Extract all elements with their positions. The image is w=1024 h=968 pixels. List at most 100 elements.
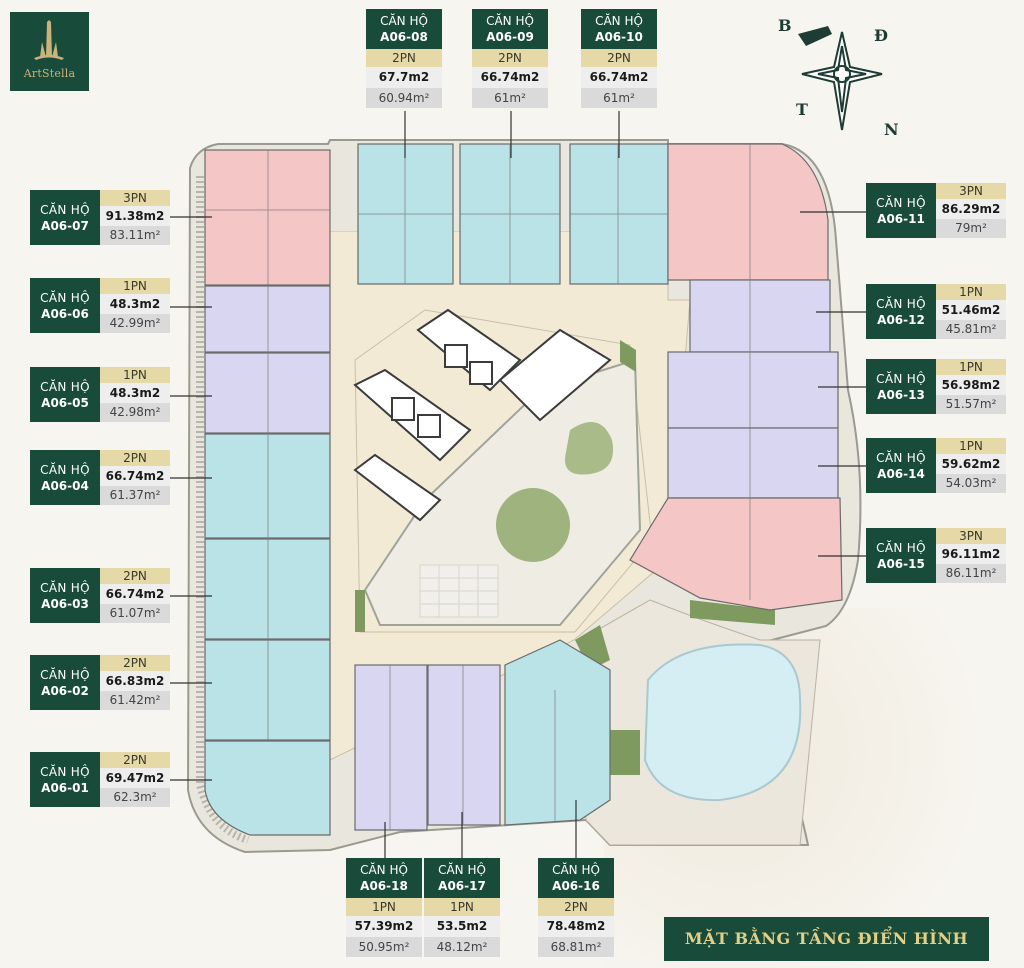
unit-code: A06-02 — [41, 683, 89, 698]
unit-code: A06-16 — [552, 879, 600, 893]
compass-north: B — [778, 16, 792, 35]
unit-area-gross: 78.48m2 — [538, 916, 614, 937]
unit-code: A06-15 — [877, 556, 925, 571]
unit-code: A06-18 — [360, 879, 408, 893]
unit-area-gross: 57.39m2 — [346, 916, 422, 937]
unit-code: A06-14 — [877, 466, 925, 481]
room-partitions — [205, 144, 751, 830]
unit-area-gross: 53.5m2 — [424, 916, 500, 937]
unit-area-net: 50.95m² — [346, 937, 422, 957]
unit-type: 3PN — [936, 183, 1006, 199]
logo-tower-icon — [34, 20, 64, 60]
unit-label: CĂN HỘ — [40, 462, 90, 477]
page-title: MẶT BẰNG TẦNG ĐIỂN HÌNH — [664, 917, 989, 961]
terrace-green — [690, 600, 775, 625]
unit-area-net: 42.99m² — [100, 314, 170, 333]
unit-label: CĂN HỘ — [40, 290, 90, 305]
garden-blob — [565, 422, 614, 475]
unit-type: 1PN — [100, 278, 170, 294]
unit-type: 2PN — [100, 568, 170, 584]
unit-a06-15 — [629, 497, 843, 611]
green-strip-left — [355, 590, 365, 632]
terrace-green-2 — [575, 625, 610, 670]
unit-label: CĂN HỘ — [380, 14, 428, 28]
unit-area-gross: 56.98m2 — [936, 375, 1006, 395]
unit-type: 2PN — [100, 752, 170, 768]
unit-area-gross: 66.74m2 — [581, 67, 657, 88]
units-right — [629, 143, 843, 611]
unit-label: CĂN HỘ — [876, 450, 926, 465]
compass-south: N — [884, 120, 899, 139]
balcony-rail — [196, 176, 250, 844]
unit-label: CĂN HỘ — [40, 379, 90, 394]
unit-label: CĂN HỘ — [595, 14, 643, 28]
unit-code: A06-06 — [41, 306, 89, 321]
unit-area-net: 61.42m² — [100, 691, 170, 710]
green-strip-right — [620, 340, 636, 372]
unit-label: CĂN HỘ — [876, 371, 926, 386]
unit-area-net: 83.11m² — [100, 226, 170, 245]
unit-type: 2PN — [538, 898, 614, 916]
compass-east: Đ — [874, 26, 888, 45]
unit-area-net: 68.81m² — [538, 937, 614, 957]
unit-label: CĂN HỘ — [876, 296, 926, 311]
unit-area-net: 61m² — [472, 88, 548, 108]
atrium — [363, 358, 642, 626]
unit-code: A06-11 — [877, 211, 925, 226]
unit-area-net: 42.98m² — [100, 403, 170, 422]
unit-area-gross: 69.47m2 — [100, 768, 170, 788]
unit-type: 1PN — [936, 359, 1006, 375]
unit-type: 2PN — [100, 655, 170, 671]
unit-code: A06-07 — [41, 218, 89, 233]
unit-type: 1PN — [346, 898, 422, 916]
unit-code: A06-05 — [41, 395, 89, 410]
unit-type: 3PN — [936, 528, 1006, 544]
unit-area-gross: 67.7m2 — [366, 67, 442, 88]
unit-area-net: 61m² — [581, 88, 657, 108]
compass-west: T — [796, 100, 808, 119]
unit-area-gross: 66.74m2 — [472, 67, 548, 88]
pool — [643, 643, 802, 802]
brand-name: ArtStella — [23, 67, 76, 80]
unit-type: 3PN — [100, 190, 170, 206]
unit-label: CĂN HỘ — [876, 195, 926, 210]
unit-area-net: 61.07m² — [100, 604, 170, 623]
unit-area-net: 61.37m² — [100, 486, 170, 505]
unit-label: CĂN HỘ — [40, 667, 90, 682]
unit-type: 1PN — [100, 367, 170, 383]
unit-label: CĂN HỘ — [40, 580, 90, 595]
unit-type: 1PN — [936, 438, 1006, 454]
unit-a06-16 — [504, 639, 611, 826]
